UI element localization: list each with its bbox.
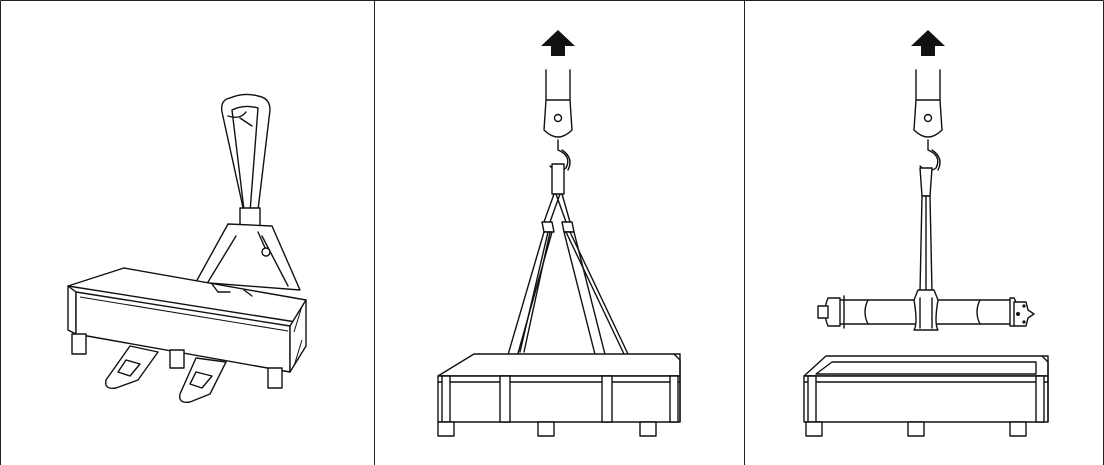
sling-rig	[499, 163, 629, 383]
hook-block	[913, 99, 943, 172]
open-crate	[803, 355, 1049, 423]
crate-skids	[437, 421, 657, 437]
crane-cables	[915, 69, 941, 101]
pallet-jack-forks	[105, 283, 253, 404]
up-arrow-icon	[911, 30, 945, 56]
panel-crane-lift-crate	[374, 0, 744, 465]
crate-skids	[805, 421, 1027, 437]
crane-pump-illustration	[803, 30, 1049, 437]
wooden-crate	[67, 267, 307, 373]
pallet-jack-handle	[220, 93, 271, 229]
lifting-strap	[919, 167, 933, 293]
crane-cables	[545, 69, 571, 101]
panel-crane-lift-pump	[744, 0, 1104, 465]
hook-block	[543, 99, 573, 172]
crane-crate-illustration	[437, 30, 681, 437]
panel-pallet-truck	[0, 0, 374, 465]
pallet-jack-frame	[195, 223, 301, 291]
pump-unit	[817, 289, 1035, 331]
wooden-crate	[437, 353, 681, 423]
crate-skids	[71, 333, 283, 389]
pallet-truck-illustration	[67, 93, 307, 404]
up-arrow-icon	[541, 30, 575, 56]
